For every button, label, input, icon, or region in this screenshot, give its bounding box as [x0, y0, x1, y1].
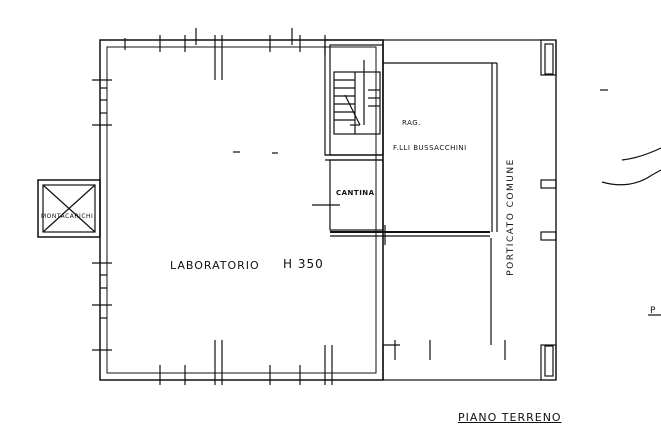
adjacent-plan-fragment	[600, 89, 661, 316]
left-windows	[92, 79, 112, 351]
room-label-rag: RAG.	[402, 119, 421, 127]
room-label-cantina: CANTINA	[336, 189, 375, 197]
lift-shaft	[37, 179, 101, 238]
top-windows	[124, 28, 326, 80]
bottom-windows	[159, 340, 333, 385]
floor-title: PIANO TERRENO	[458, 411, 562, 424]
edge-letter: P	[650, 306, 656, 316]
interior-partitions	[312, 39, 490, 245]
office-block	[382, 39, 557, 381]
portico-pillars	[382, 39, 557, 381]
room-height-label: H 350	[283, 257, 324, 271]
exterior-wall	[99, 39, 384, 381]
room-label-flli-bussacchini: F.LLI BUSSACCHINI	[393, 144, 467, 152]
staircase	[333, 71, 381, 135]
center-marks	[233, 151, 278, 154]
room-label-laboratorio: LABORATORIO	[170, 259, 260, 272]
room-label-porticato-comune: PORTICATO COMUNE	[506, 158, 516, 276]
room-label-montacarichi: MONTACARICHI	[41, 213, 94, 220]
